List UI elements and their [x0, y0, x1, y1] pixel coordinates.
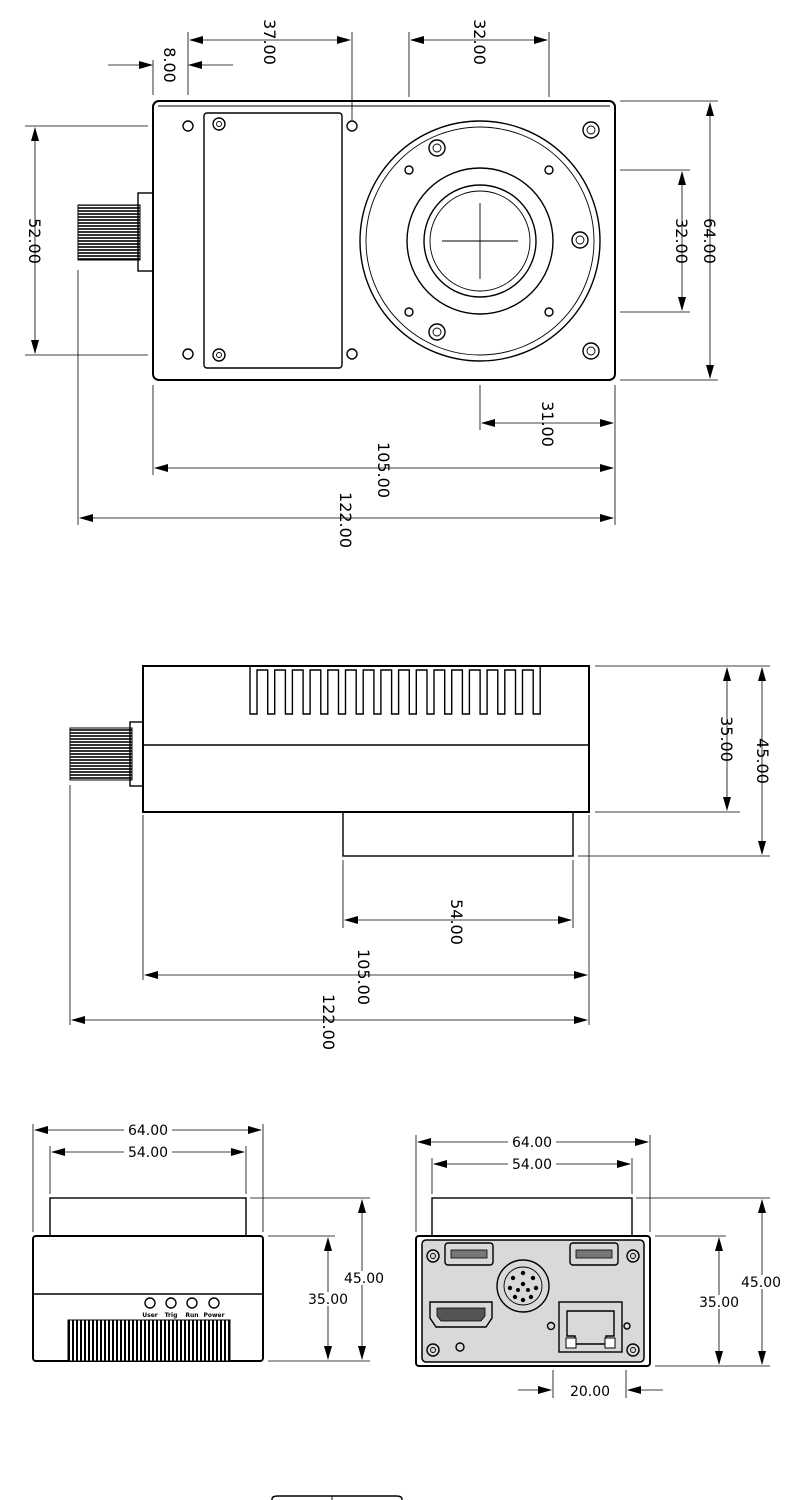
- front-dim-20: 20.00: [570, 1384, 610, 1400]
- back-view: User Trig Run Power 64.00 54.00 35.00 45…: [32, 1123, 386, 1362]
- led-label-trig: Trig: [165, 1312, 178, 1319]
- side-dim-105: 105.00: [354, 949, 373, 1005]
- ethernet-port: [558, 1301, 623, 1353]
- side-connector-thread: [69, 727, 133, 781]
- led-trig: [165, 1297, 177, 1309]
- heat-sink-fins: [249, 666, 541, 715]
- front-dim-54: 54.00: [512, 1157, 552, 1173]
- cover-plate: [203, 112, 343, 369]
- dim-31: 31.00: [538, 401, 557, 447]
- dim-32-right: 32.00: [672, 218, 691, 264]
- front-view: 64.00 54.00 35.00 45.00 20.00: [415, 1135, 784, 1400]
- dim-64: 64.00: [700, 218, 719, 264]
- dim-37: 37.00: [260, 19, 279, 65]
- side-dim-54: 54.00: [447, 899, 466, 945]
- led-label-user: User: [142, 1312, 158, 1319]
- top-view: 122.00 105.00 31.00 8.00 37.00 32.00 64.…: [25, 19, 719, 548]
- camera-body-top: [152, 100, 616, 381]
- front-dim-64: 64.00: [512, 1135, 552, 1151]
- connector-thread: [77, 204, 141, 261]
- usb-port-right: [569, 1242, 619, 1266]
- front-dim-35: 35.00: [699, 1295, 739, 1311]
- camera-body-side: [142, 665, 590, 813]
- dim-8: 8.00: [160, 47, 179, 83]
- side-dim-35: 35.00: [717, 716, 736, 762]
- back-dim-54: 54.00: [128, 1145, 168, 1161]
- lens-opening: [423, 184, 537, 298]
- cropped-outline: [271, 1495, 403, 1500]
- side-view: 54.00 105.00 122.00 35.00 45.00: [69, 665, 772, 1050]
- led-label-run: Run: [185, 1312, 198, 1319]
- io-connector: [496, 1259, 550, 1313]
- back-dim-35: 35.00: [308, 1292, 348, 1308]
- hdmi-port: [429, 1301, 493, 1328]
- led-power: [208, 1297, 220, 1309]
- usb-port-left: [444, 1242, 494, 1266]
- led-user: [144, 1297, 156, 1309]
- front-dim-45: 45.00: [741, 1275, 781, 1291]
- led-label-power: Power: [203, 1312, 224, 1319]
- lens-mount-outer: [359, 120, 601, 362]
- dim-32-top: 32.00: [470, 19, 489, 65]
- led-run: [186, 1297, 198, 1309]
- dim-105: 105.00: [374, 442, 393, 498]
- lens-mount-side: [342, 811, 574, 857]
- back-dim-64: 64.00: [128, 1123, 168, 1139]
- dim-122: 122.00: [336, 492, 355, 548]
- dim-52: 52.00: [25, 218, 44, 264]
- side-dim-45: 45.00: [753, 738, 772, 784]
- back-dim-45: 45.00: [344, 1271, 384, 1287]
- side-dim-122: 122.00: [319, 994, 338, 1050]
